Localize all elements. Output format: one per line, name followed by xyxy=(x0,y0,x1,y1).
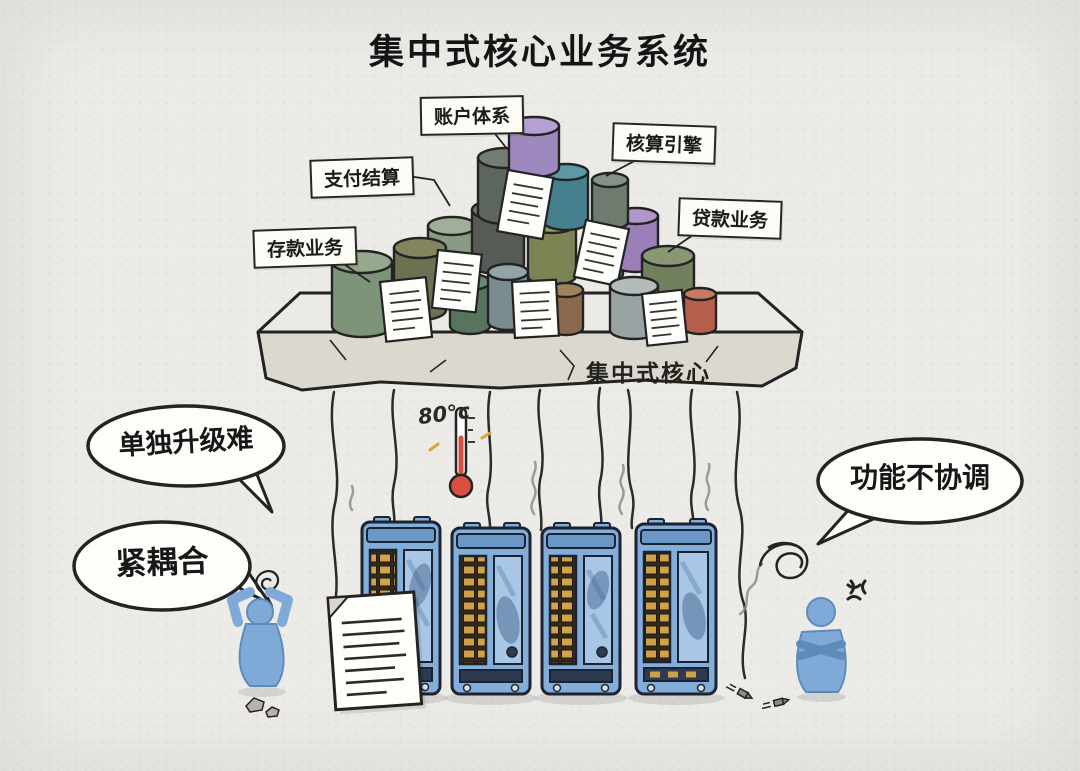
server-tower-2 xyxy=(450,522,532,696)
rock-icon xyxy=(245,697,265,713)
module-label-engine: 核算引擎 xyxy=(611,122,717,165)
smoke-wisps xyxy=(348,460,764,616)
person-annoyed xyxy=(725,541,867,710)
module-label-deposit: 存款业务 xyxy=(252,226,358,269)
bubble-text-coordination: 功能不协调 xyxy=(849,461,990,494)
person-frustrated xyxy=(227,570,293,718)
bubble-text-coupling: 紧耦合 xyxy=(114,543,210,583)
document-sheets-upper xyxy=(495,168,631,288)
speech-bubble-upgrade xyxy=(86,404,286,514)
server-tower-4 xyxy=(634,518,718,696)
speech-bubble-coupling xyxy=(72,520,272,612)
rock-icon xyxy=(265,706,280,718)
flying-screw-icon xyxy=(725,683,754,700)
document-sheets-front xyxy=(378,248,689,347)
anger-mark-icon xyxy=(846,579,867,601)
tangle-scribble-icon xyxy=(758,541,809,580)
server-tower-3 xyxy=(540,522,622,696)
speech-bubble-coordination xyxy=(816,437,1024,546)
thermometer-icon xyxy=(428,406,492,499)
confusion-spiral-icon xyxy=(255,570,280,593)
module-label-account: 账户体系 xyxy=(419,95,525,136)
platform-label: 集中式核心 xyxy=(586,361,711,387)
module-label-loan: 贷款业务 xyxy=(677,197,783,240)
page-title: 集中式核心业务系统 xyxy=(368,33,711,73)
fallen-document xyxy=(326,590,426,715)
module-label-payment: 支付结算 xyxy=(309,156,415,199)
flying-screw-icon xyxy=(761,697,791,710)
cables xyxy=(330,386,747,680)
